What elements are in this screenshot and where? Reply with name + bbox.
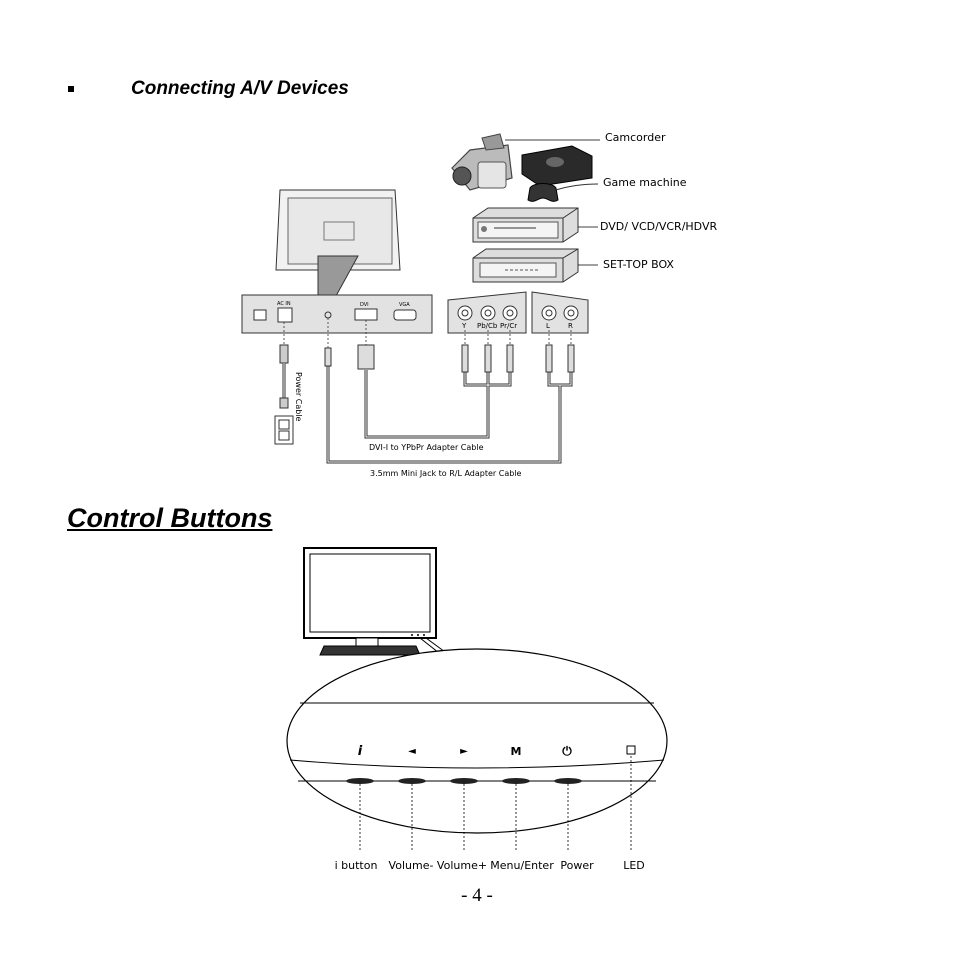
section-title: Connecting A/V Devices: [131, 78, 349, 99]
led-indicator: [626, 745, 636, 755]
port-label-ac-in: AC IN: [277, 301, 291, 307]
cable-label-dvi-adapter: DVI-I to YPbPr Adapter Cable: [369, 443, 484, 452]
device-label-dvd: DVD/ VCD/VCR/HDVR: [600, 220, 717, 233]
monitor-front-illustration: [303, 547, 437, 656]
device-label-game-machine: Game machine: [603, 176, 687, 189]
device-label-camcorder: Camcorder: [605, 131, 666, 144]
audio-port-panel: [531, 291, 589, 334]
set-top-box-illustration: [472, 248, 579, 283]
power-symbol: ⏻: [562, 744, 572, 758]
camcorder-illustration: [451, 133, 513, 191]
magnified-bezel: [286, 648, 668, 834]
dvd-player-illustration: [472, 207, 579, 243]
game-console-illustration: [521, 145, 599, 202]
i-button-symbol: i: [358, 744, 363, 759]
volume-plus-symbol: ►: [460, 746, 468, 757]
port-label-r: R: [568, 322, 573, 330]
usb-port: [253, 309, 267, 321]
label-led: LED: [623, 859, 645, 872]
label-menu-enter: Menu/Enter: [490, 859, 554, 872]
label-i-button: i button: [335, 859, 378, 872]
label-volume-minus: Volume-: [389, 859, 434, 872]
port-label-vga: VGA: [399, 302, 410, 308]
port-label-l: L: [546, 322, 550, 330]
ac-in-port: [277, 307, 293, 323]
cable-label-power: Power Cable: [294, 372, 303, 422]
monitor-back-illustration: [275, 189, 401, 297]
port-label-pb: Pb/Cb: [477, 322, 498, 330]
power-cable-illustration: [274, 344, 294, 445]
label-power: Power: [560, 859, 594, 872]
volume-minus-symbol: ◄: [408, 746, 416, 757]
port-label-y: Y: [461, 322, 467, 330]
label-volume-plus: Volume+: [437, 859, 487, 872]
section-bullet: [68, 86, 74, 92]
menu-symbol: M: [511, 745, 522, 758]
vga-port: [393, 309, 417, 321]
port-label-pr: Pr/Cr: [500, 322, 517, 330]
page-number: - 4 -: [461, 885, 493, 906]
port-label-dvi: DVI: [360, 302, 369, 308]
cable-label-jack-adapter: 3.5mm Mini Jack to R/L Adapter Cable: [370, 469, 522, 478]
control-buttons-heading: Control Buttons: [67, 503, 273, 533]
device-label-set-top-box: SET-TOP BOX: [603, 258, 674, 271]
